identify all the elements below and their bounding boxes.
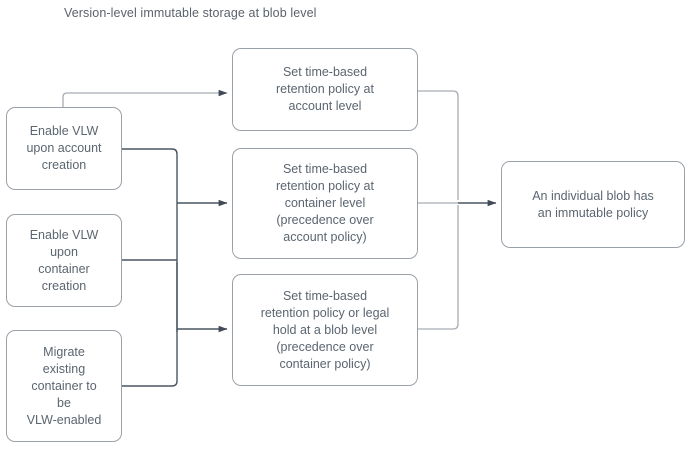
edge-retention-account-to-bus bbox=[418, 90, 459, 200]
node-retention-policy-blob-level[interactable]: Set time-based retention policy or legal… bbox=[232, 274, 418, 386]
node-enable-vlw-upon-account-creation[interactable]: Enable VLW upon account creation bbox=[6, 107, 122, 190]
node-enable-vlw-upon-container-creation[interactable]: Enable VLW upon container creation bbox=[6, 214, 122, 307]
node-label: Enable VLW upon account creation bbox=[26, 124, 102, 172]
node-individual-blob-immutable-policy[interactable]: An individual blob has an immutable poli… bbox=[501, 161, 685, 248]
edge-account-to-retention-account bbox=[62, 89, 228, 107]
node-label: Enable VLW upon container creation bbox=[29, 227, 99, 293]
node-label: Set time-based retention policy at accou… bbox=[276, 65, 374, 113]
node-retention-policy-account-level[interactable]: Set time-based retention policy at accou… bbox=[232, 48, 418, 131]
diagram-title: Version-level immutable storage at blob … bbox=[64, 6, 317, 20]
edge-migrate-to-bus bbox=[122, 262, 178, 387]
node-label: Set time-based retention policy or legal… bbox=[260, 288, 390, 371]
node-label: An individual blob has an immutable poli… bbox=[532, 188, 654, 220]
node-label: Migrate existing container to be VLW-ena… bbox=[26, 344, 102, 427]
edge-retention-blob-to-bus bbox=[418, 205, 459, 330]
node-label: Set time-based retention policy at conta… bbox=[276, 162, 374, 244]
node-retention-policy-container-level[interactable]: Set time-based retention policy at conta… bbox=[232, 148, 418, 259]
node-migrate-existing-container[interactable]: Migrate existing container to be VLW-ena… bbox=[6, 330, 122, 442]
edge-account-to-bus bbox=[122, 148, 178, 200]
